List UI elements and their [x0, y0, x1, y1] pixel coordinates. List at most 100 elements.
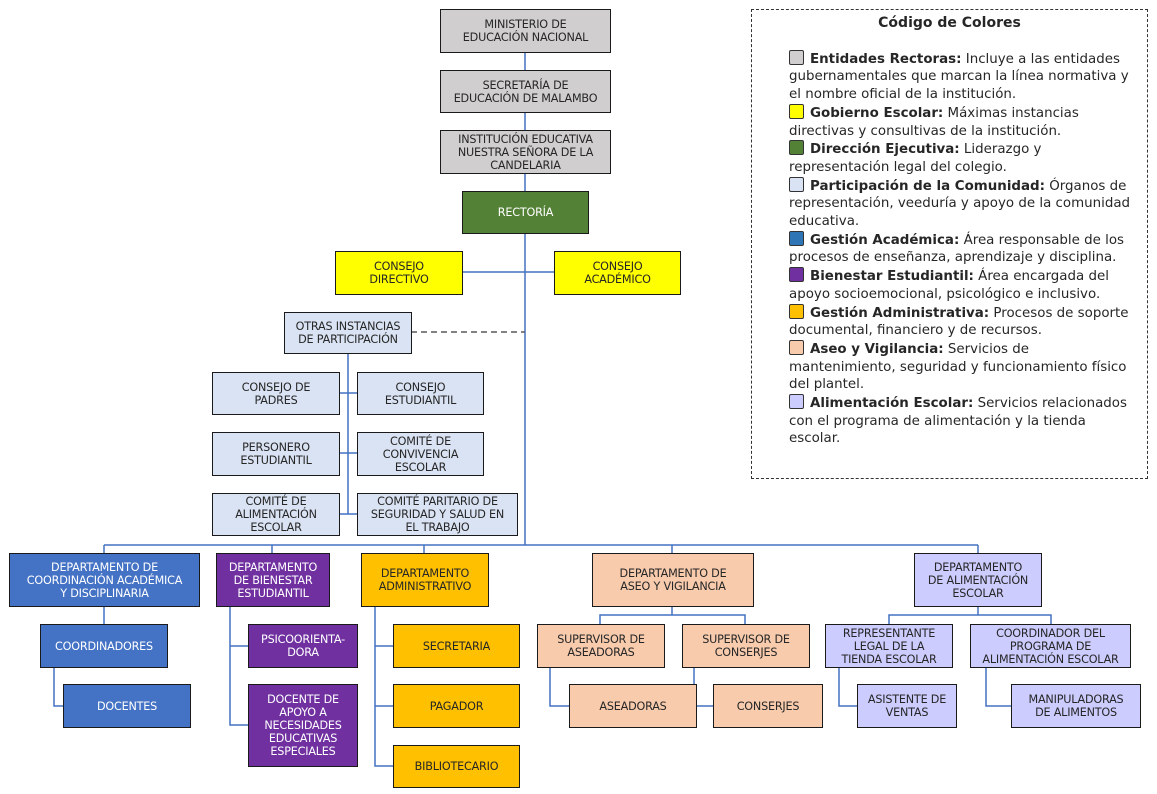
node-label: OTRAS INSTANCIAS DE PARTICIPACIÓN	[295, 320, 401, 346]
legend-item-bienestar: Bienestar Estudiantil: Área encargada de…	[789, 267, 1137, 303]
legend-item-direccion: Dirección Ejecutiva: Liderazgo y represe…	[789, 140, 1137, 176]
node-label: MINISTERIO DE EDUCACIÓN NACIONAL	[462, 18, 589, 44]
node-dept-bienestar: DEPARTAMENTO DE BIENESTAR ESTUDIANTIL	[216, 553, 330, 607]
node-label: INSTITUCIÓN EDUCATIVA NUESTRA SEÑORA DE …	[457, 132, 594, 172]
node-consejo-directivo: CONSEJO DIRECTIVO	[335, 251, 463, 295]
legend-item-alimentacion: Alimentación Escolar: Servicios relacion…	[789, 394, 1137, 448]
connector-admin	[374, 606, 393, 767]
swatch-icon	[789, 339, 804, 355]
swatch-icon	[789, 303, 804, 319]
node-label: PSICOORIENTA- DORA	[261, 633, 345, 659]
node-label: BIBLIOTECARIO	[414, 760, 499, 773]
node-pagador: PAGADOR	[393, 684, 520, 728]
node-label: REPRESENTANTE LEGAL DE LA TIENDA ESCOLAR	[841, 626, 937, 666]
node-label: PAGADOR	[429, 699, 484, 713]
node-comite-alimentacion: COMITÉ DE ALIMENTACIÓN ESCOLAR	[212, 493, 340, 536]
connector-asistente	[838, 667, 857, 707]
node-label: DOCENTES	[96, 699, 158, 713]
swatch-icon	[789, 230, 804, 246]
node-supervisor-conserjes: SUPERVISOR DE CONSERJES	[682, 624, 810, 668]
node-label: DEPARTAMENTO ADMINISTRATIVO	[378, 567, 472, 593]
legend-item-administrativa: Gestión Administrativa: Procesos de sopo…	[789, 303, 1137, 340]
node-psicoorientadora: PSICOORIENTA- DORA	[248, 624, 358, 668]
node-label: CONSERJES	[736, 699, 800, 713]
node-label: SUPERVISOR DE ASEADORAS	[557, 633, 645, 659]
legend-desc: Órganos de representación, veeduría y ap…	[789, 178, 1131, 230]
legend-label: Gestión Académica:	[810, 232, 960, 248]
legend-desc: Área encargada del apoyo socioemocional,…	[789, 269, 1109, 302]
node-label: ASEADORAS	[599, 699, 667, 713]
legend-label: Gestión Administrativa:	[810, 305, 990, 321]
node-asistente-ventas: ASISTENTE DE VENTAS	[857, 684, 957, 728]
legend-item-academica: Gestión Académica: Área responsable de l…	[789, 230, 1137, 267]
connector-docentes	[53, 667, 63, 707]
node-comite-convivencia: COMITÉ DE CONVIVENCIA ESCOLAR	[357, 432, 484, 476]
node-label: DOCENTE DE APOYO A NECESIDADES EDUCATIVA…	[264, 693, 342, 758]
swatch-icon	[789, 103, 804, 119]
legend-desc: Servicios relacionados con el programa d…	[789, 396, 1127, 447]
legend-desc: Máximas instancias directivas y consulti…	[789, 105, 1079, 139]
node-coordinadores: COORDINADORES	[40, 624, 168, 668]
legend-desc: Incluye a las entidades gubernamentales …	[789, 51, 1129, 103]
node-label: COORDINADORES	[55, 639, 153, 653]
legend-item-rectoras: Entidades Rectoras: Incluye a las entida…	[789, 49, 1137, 104]
node-dept-alimentacion: DEPARTAMENTO DE ALIMENTACIÓN ESCOLAR	[914, 553, 1042, 607]
node-label: ASISTENTE DE VENTAS	[867, 693, 947, 719]
node-label: COMITÉ DE CONVIVENCIA ESCOLAR	[382, 434, 459, 474]
node-label: DEPARTAMENTO DE BIENESTAR ESTUDIANTIL	[228, 560, 318, 600]
node-aseadoras: ASEADORAS	[569, 684, 697, 728]
node-label: CONSEJO ACADÉMICO	[584, 260, 651, 286]
legend-label: Bienestar Estudiantil:	[810, 269, 974, 285]
node-otras-instancias: OTRAS INSTANCIAS DE PARTICIPACIÓN	[284, 312, 412, 354]
node-supervisor-aseadoras: SUPERVISOR DE ASEADORAS	[537, 624, 665, 668]
node-label: CONSEJO DIRECTIVO	[369, 260, 429, 286]
swatch-icon	[789, 176, 804, 192]
node-label: DEPARTAMENTO DE ALIMENTACIÓN ESCOLAR	[927, 560, 1029, 600]
legend-label: Dirección Ejecutiva:	[810, 142, 960, 158]
node-label: RECTORÍA	[497, 206, 554, 219]
legend-title: Código de Colores	[878, 15, 1021, 31]
node-label: COORDINADOR DEL PROGRAMA DE ALIMENTACIÓN…	[982, 626, 1119, 666]
connector-alim-sup	[888, 614, 1052, 624]
node-coordinador-pae: COORDINADOR DEL PROGRAMA DE ALIMENTACIÓN…	[970, 624, 1131, 668]
legend-desc: Liderazgo y representación legal del col…	[789, 142, 1042, 175]
color-legend: Código de Colores Entidades Rectoras: In…	[751, 9, 1148, 479]
node-representante-tienda: REPRESENTANTE LEGAL DE LA TIENDA ESCOLAR	[825, 624, 953, 668]
node-institucion: INSTITUCIÓN EDUCATIVA NUESTRA SEÑORA DE …	[440, 130, 611, 174]
node-label: DEPARTAMENTO DE ASEO Y VIGILANCIA	[619, 567, 727, 593]
legend-desc: Procesos de soporte documental, financie…	[789, 305, 1129, 339]
connector-manipuladoras	[985, 667, 1011, 707]
node-consejo-padres: CONSEJO DE PADRES	[212, 372, 340, 415]
swatch-icon	[789, 267, 804, 283]
node-comite-paritario: COMITÉ PARITARIO DE SEGURIDAD Y SALUD EN…	[357, 493, 518, 536]
node-label: COMITÉ PARITARIO DE SEGURIDAD Y SALUD EN…	[370, 495, 505, 534]
node-label: MANIPULADORAS DE ALIMENTOS	[1028, 693, 1124, 719]
connector-bienestar	[229, 606, 248, 726]
legend-item-gobierno: Gobierno Escolar: Máximas instancias dir…	[789, 103, 1137, 140]
node-secretaria: SECRETARIA	[393, 624, 520, 668]
connector-aseo-sup	[599, 614, 746, 624]
legend-item-aseo: Aseo y Vigilancia: Servicios de mantenim…	[789, 339, 1137, 394]
legend-desc: Servicios de mantenimiento, seguridad y …	[789, 341, 1127, 393]
legend-label: Participación de la Comunidad:	[810, 178, 1045, 194]
legend-label: Alimentación Escolar:	[810, 396, 974, 412]
node-bibliotecario: BIBLIOTECARIO	[393, 745, 520, 788]
node-label: SUPERVISOR DE CONSERJES	[702, 633, 790, 659]
node-dept-administrativo: DEPARTAMENTO ADMINISTRATIVO	[361, 553, 489, 607]
node-secretaria-educacion: SECRETARÍA DE EDUCACIÓN DE MALAMBO	[440, 70, 611, 113]
node-docentes: DOCENTES	[63, 684, 191, 728]
connector-aseadoras	[549, 667, 569, 707]
node-label: SECRETARIA	[422, 639, 491, 653]
legend-desc: Área responsable de los procesos de ense…	[789, 232, 1125, 266]
node-dept-aseo: DEPARTAMENTO DE ASEO Y VIGILANCIA	[592, 553, 754, 607]
node-label: DEPARTAMENTO DE COORDINACIÓN ACADÉMICA Y…	[26, 560, 183, 600]
node-label: PERSONERO ESTUDIANTIL	[240, 441, 312, 467]
node-consejo-academico: CONSEJO ACADÉMICO	[554, 251, 681, 295]
node-conserjes: CONSERJES	[713, 684, 823, 728]
swatch-icon	[789, 394, 804, 410]
legend-label: Entidades Rectoras:	[810, 51, 962, 67]
node-dept-coordinacion: DEPARTAMENTO DE COORDINACIÓN ACADÉMICA Y…	[9, 553, 200, 607]
node-label: CONSEJO DE PADRES	[241, 380, 311, 407]
